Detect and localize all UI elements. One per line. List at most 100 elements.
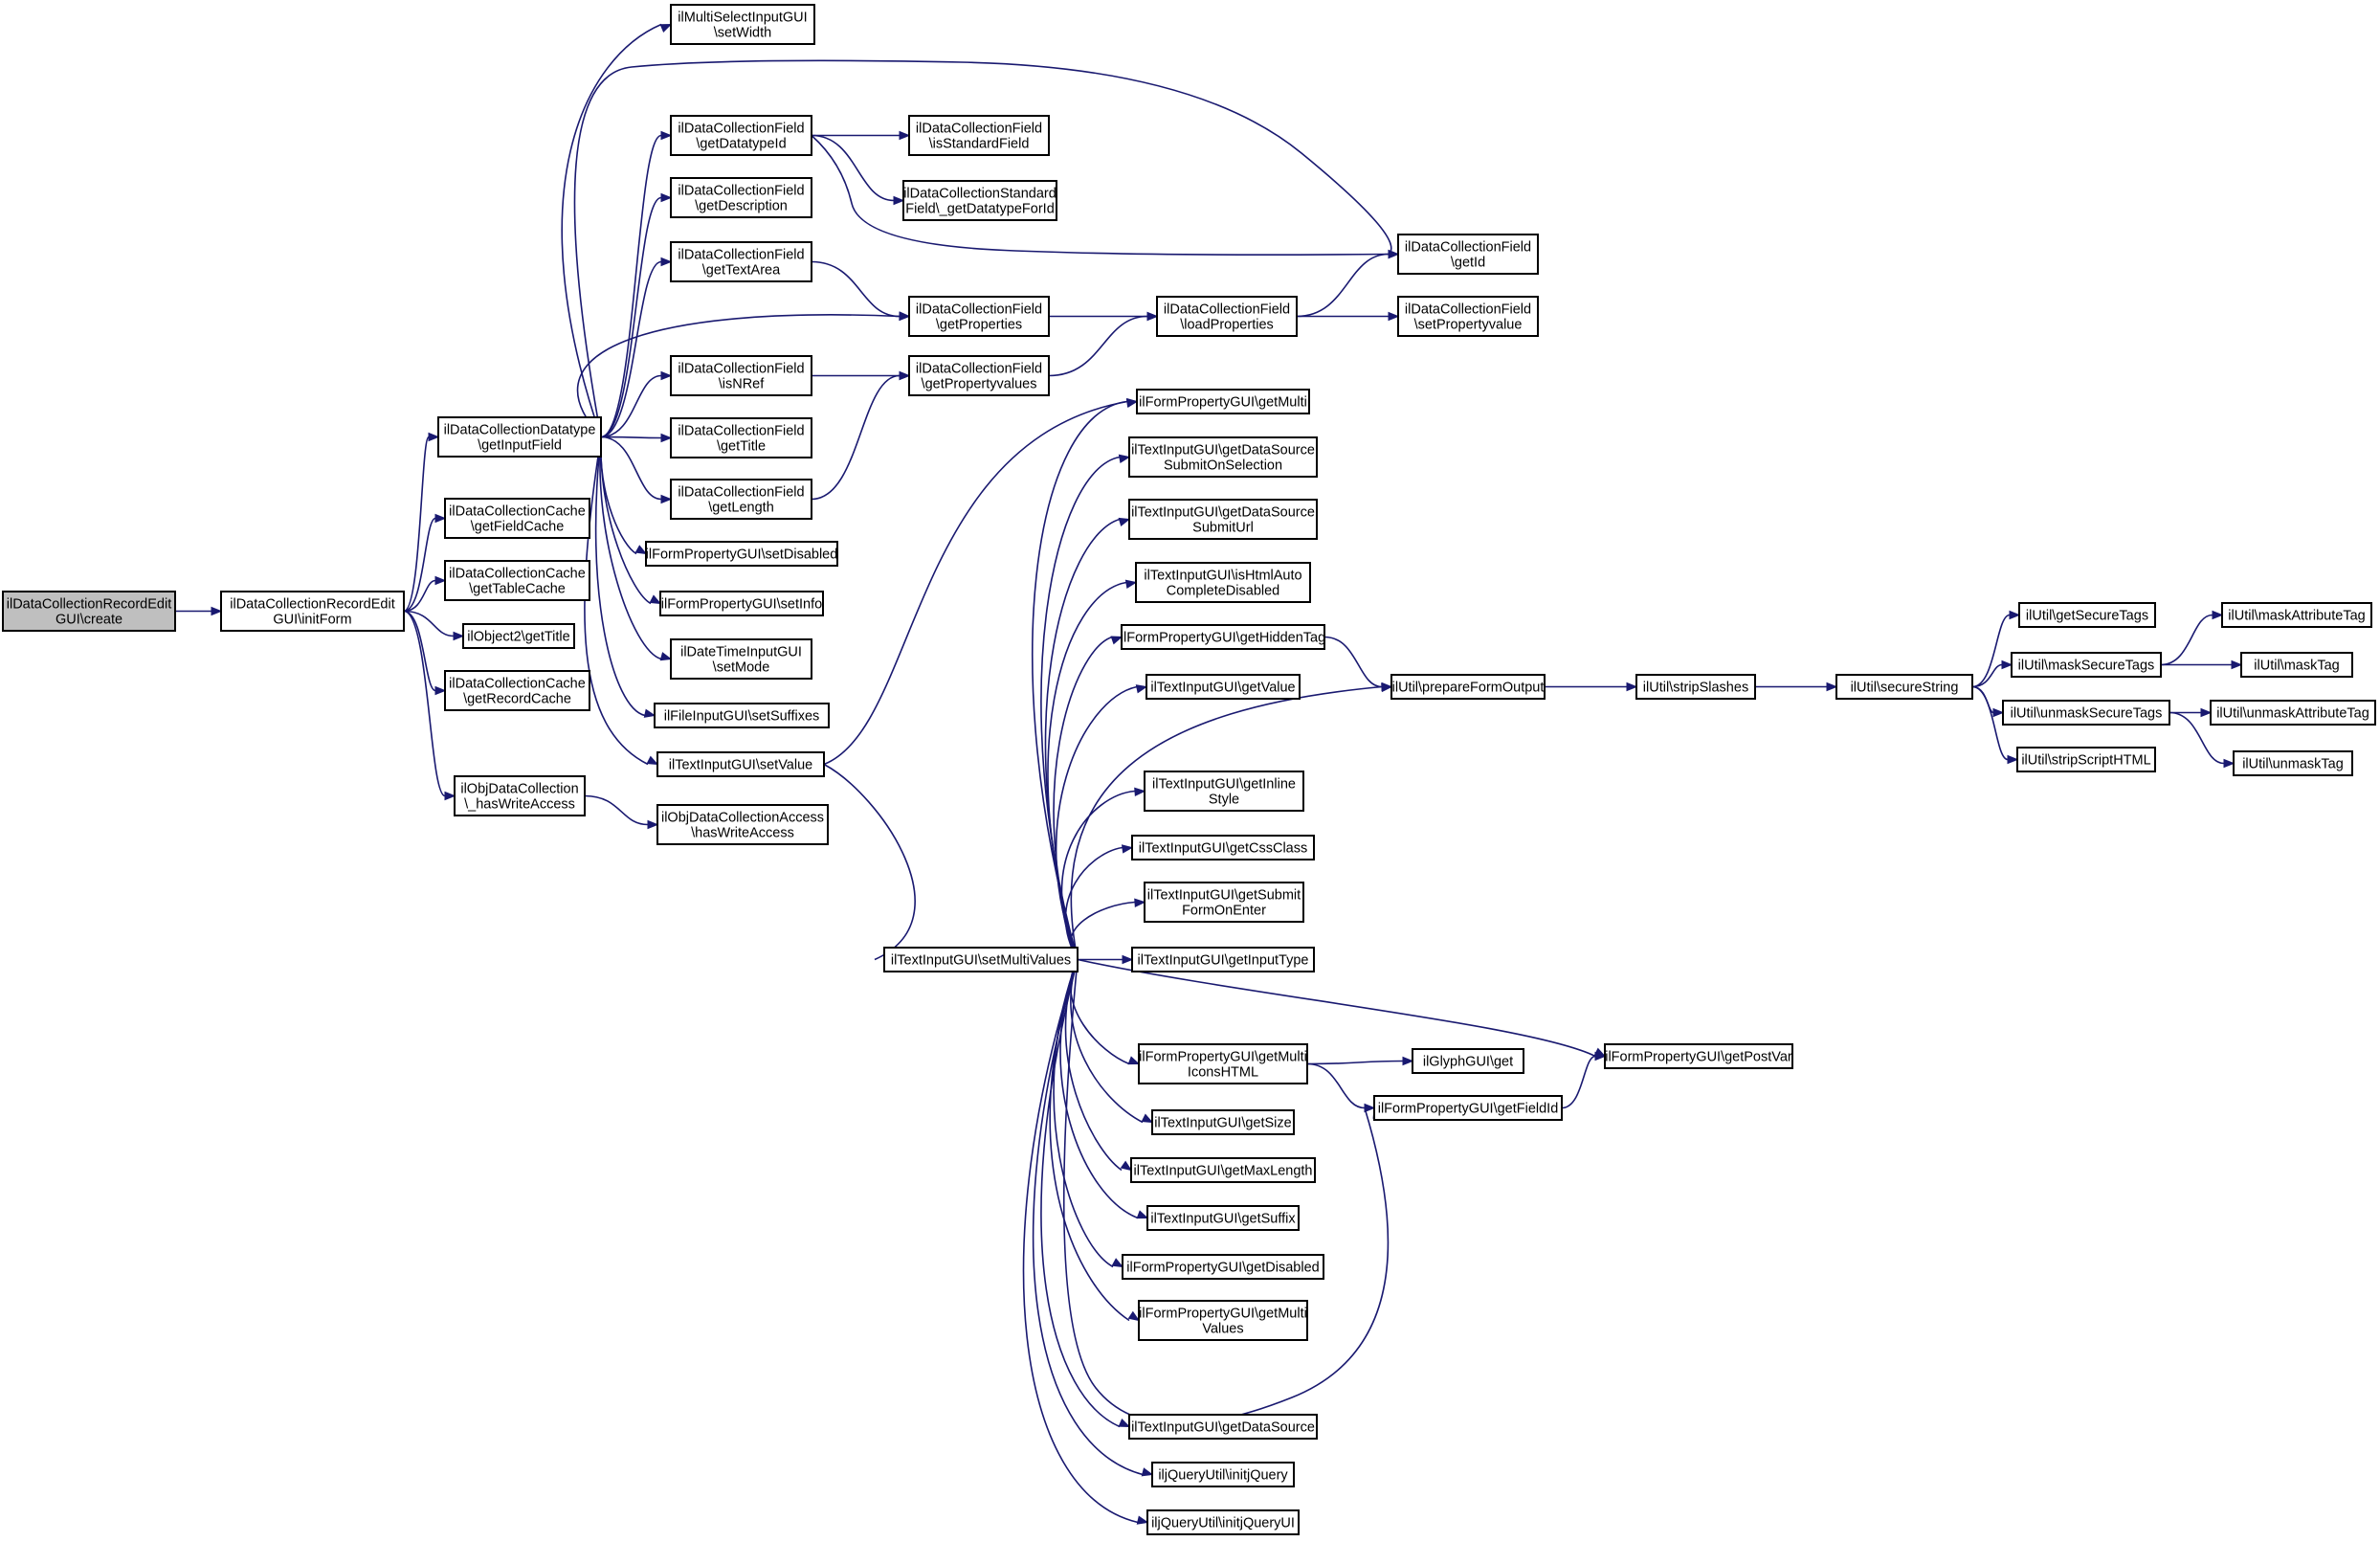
graph-node[interactable]: ilDataCollectionField\getLength [670,479,812,520]
graph-node[interactable]: iljQueryUtil\initjQueryUI [1146,1509,1300,1535]
graph-node[interactable]: ilDataCollectionField\loadProperties [1156,296,1298,337]
graph-node[interactable]: ilUtil\unmaskAttributeTag [2210,700,2376,726]
graph-node[interactable]: ilFormPropertyGUI\getHiddenTag [1121,624,1325,650]
node-label: \getLength [708,501,774,516]
graph-node[interactable]: ilUtil\unmaskTag [2233,750,2353,776]
graph-node[interactable]: ilUtil\maskSecureTags [2011,652,2162,678]
graph-node[interactable]: ilDataCollectionField\isStandardField [908,115,1050,156]
node-box [444,670,590,711]
graph-node[interactable]: ilFormPropertyGUI\getPostVar [1604,1043,1793,1069]
call-edge [600,370,673,438]
graph-node[interactable]: ilUtil\stripSlashes [1635,674,1756,700]
graph-node[interactable]: ilObject2\getTitle [462,623,575,649]
graph-node[interactable]: ilTextInputGUI\getSuffix [1146,1205,1300,1231]
edge-line [1971,663,2003,688]
node-box [1121,624,1325,650]
graph-node[interactable]: ilFormPropertyGUI\getMulti [1136,389,1310,414]
graph-node[interactable]: ilTextInputGUI\setMultiValues [883,947,1079,972]
edge-line [600,374,662,438]
node-label: ilTextInputGUI\getSuffix [1150,1212,1296,1227]
graph-node[interactable]: ilDataCollectionField\isNRef [670,355,812,396]
node-label: GUI\create [56,613,122,628]
graph-node[interactable]: ilDataCollectionField\getProperties [908,296,1050,337]
graph-node[interactable]: ilDataCollectionField\getTextArea [670,241,812,282]
graph-node[interactable]: ilDataCollectionField\getId [1397,234,1539,275]
node-box [2210,700,2376,726]
graph-node[interactable]: ilFileInputGUI\setSuffixes [654,703,830,728]
call-edge [600,436,648,555]
graph-node[interactable]: ilDataCollectionCache\getTableCache [444,560,590,601]
graph-node[interactable]: ilTextInputGUI\isHtmlAutoCompleteDisable… [1135,562,1311,603]
node-label: ilTextInputGUI\setValue [669,758,812,773]
graph-node[interactable]: ilTextInputGUI\getMaxLength [1130,1157,1316,1183]
graph-node[interactable]: ilDataCollectionField\getPropertyvalues [908,355,1050,396]
graph-node[interactable]: ilMultiSelectInputGUI\setWidth [670,4,815,45]
node-label: \setPropertyvalue [1414,318,1523,333]
edge-line [811,134,1390,256]
node-label: ilTextInputGUI\isHtmlAuto [1144,569,1301,584]
graph-node[interactable]: ilDataCollectionField\getDescription [670,177,812,218]
graph-node[interactable]: ilFormPropertyGUI\getDisabled [1122,1254,1324,1280]
graph-node[interactable]: ilTextInputGUI\getInputType [1131,947,1315,972]
edge-arrowhead [2007,754,2019,765]
graph-node[interactable]: ilObjDataCollection\_hasWriteAccess [454,775,586,816]
graph-node[interactable]: ilGlyphGUI\get [1412,1048,1524,1074]
graph-node[interactable]: ilTextInputGUI\getSize [1151,1109,1295,1135]
edge-line [1055,685,1138,960]
edge-line [1032,400,1128,960]
node-label: ilFormPropertyGUI\getFieldId [1378,1102,1559,1117]
graph-node[interactable]: ilTextInputGUI\getCssClass [1131,835,1315,860]
graph-node[interactable]: ilFormPropertyGUI\setInfo [659,591,824,616]
graph-node[interactable]: ilFormPropertyGUI\setDisabled [645,541,838,567]
node-box [2016,747,2156,772]
graph-node[interactable]: iljQueryUtil\initjQuery [1151,1462,1295,1487]
graph-node[interactable]: ilDataCollectionField\setPropertyvalue [1397,296,1539,337]
graph-node[interactable]: ilUtil\secureString [1835,674,1973,700]
call-edge [1561,1051,1607,1109]
graph-node[interactable]: ilDataCollectionCache\getFieldCache [444,498,590,539]
graph-node[interactable]: ilDataCollectionStandardField\_getDataty… [902,180,1057,221]
edge-line [1561,1055,1596,1109]
node-label: ilDataCollectionField [1164,302,1290,318]
graph-node[interactable]: ilUtil\prepareFormOutput [1390,674,1546,700]
node-label: ilDataCollectionRecordEdit [230,597,394,613]
node-label: ilUtil\maskSecureTags [2018,659,2155,674]
graph-node[interactable]: ilTextInputGUI\getDataSource [1128,1414,1318,1440]
node-label: ilDataCollectionCache [449,567,586,582]
node-box [444,498,590,539]
graph-node[interactable]: ilDateTimeInputGUI\setMode [670,638,812,680]
graph-node[interactable]: ilDataCollectionField\getTitle [670,417,812,458]
graph-node[interactable]: ilUtil\maskTag [2240,652,2353,678]
node-label: GUI\initForm [273,613,351,628]
graph-node[interactable]: ilUtil\stripScriptHTML [2016,747,2156,772]
graph-node[interactable]: ilDataCollectionField\getDatatypeId [670,115,812,156]
graph-node[interactable]: ilDataCollectionDatatype\getInputField [437,416,602,458]
graph-node[interactable]: ilTextInputGUI\getValue [1146,674,1301,700]
node-label: ilFormPropertyGUI\getMulti [1139,1050,1307,1065]
graph-node[interactable]: ilUtil\getSecureTags [2018,602,2156,628]
graph-node[interactable]: ilFormPropertyGUI\getFieldId [1373,1095,1563,1121]
edge-arrowhead [660,433,673,443]
node-box [1397,296,1539,337]
graph-node[interactable]: ilObjDataCollectionAccess\hasWriteAccess [656,804,829,845]
graph-node[interactable]: ilTextInputGUI\getDataSourceSubmitOnSele… [1128,436,1318,478]
node-label: ilUtil\prepareFormOutput [1392,681,1545,696]
call-edge [403,432,440,613]
graph-node[interactable]: ilUtil\maskAttributeTag [2221,602,2372,628]
edge-arrowhead [1134,898,1146,907]
node-label: ilUtil\stripSlashes [1643,681,1748,696]
graph-node[interactable]: ilDataCollectionCache\getRecordCache [444,670,590,711]
graph-node[interactable]: ilUtil\unmaskSecureTags [2002,700,2170,726]
graph-node[interactable]: ilTextInputGUI\setValue [656,751,825,777]
node-label: Values [1202,1322,1243,1337]
node-box [1635,674,1756,700]
node-box [1397,234,1539,275]
